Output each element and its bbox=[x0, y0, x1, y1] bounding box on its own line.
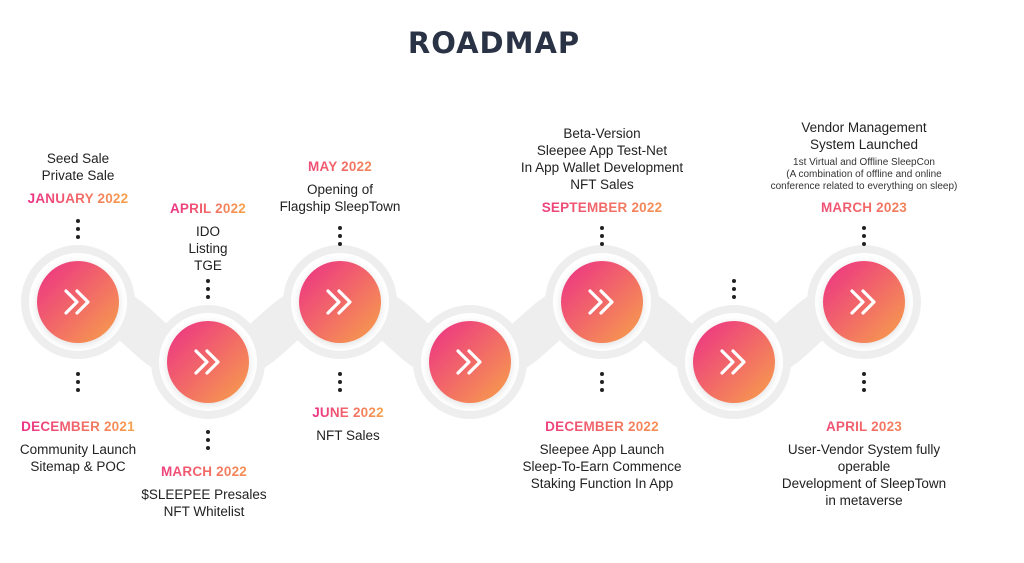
milestone-line: operable bbox=[837, 459, 891, 474]
timeline-node-may-2022 bbox=[299, 261, 381, 343]
milestone-may-2022: MAY 2022 Opening of Flagship SleepTown bbox=[280, 158, 401, 215]
double-chevron-right-icon bbox=[850, 289, 876, 315]
milestone-line: Opening of bbox=[306, 182, 374, 197]
milestone-date: MARCH 2022 bbox=[141, 463, 266, 480]
milestone-line: in metaverse bbox=[825, 493, 903, 508]
milestone-line: Staking Function In App bbox=[530, 476, 674, 491]
milestone-note: (A combination of offline and online bbox=[786, 169, 942, 180]
milestone-dec-2021: DECEMBER 2021 Community Launch Sitemap &… bbox=[20, 418, 136, 475]
milestone-line: Seed Sale bbox=[46, 151, 110, 166]
connector-dots bbox=[731, 279, 737, 303]
milestone-jan-2022: Seed Sale Private Sale JANUARY 2022 bbox=[28, 150, 129, 207]
connector-dots bbox=[337, 226, 343, 250]
milestone-line: Vendor Management bbox=[801, 120, 927, 135]
timeline-node-jan-2022 bbox=[37, 261, 119, 343]
milestone-line: Private Sale bbox=[41, 168, 115, 183]
connector-dots bbox=[337, 372, 343, 396]
milestone-date: APRIL 2022 bbox=[169, 201, 247, 216]
timeline-node-mar-2023 bbox=[823, 261, 905, 343]
connector-dots bbox=[599, 372, 605, 396]
timeline-node-jun-2022 bbox=[429, 321, 511, 403]
connector-dots bbox=[861, 226, 867, 250]
milestone-line: IDO bbox=[195, 224, 221, 239]
timeline-node-dec-2022 bbox=[693, 321, 775, 403]
double-chevron-right-icon bbox=[64, 289, 90, 315]
milestone-line: Community Launch bbox=[19, 442, 137, 457]
double-chevron-right-icon bbox=[456, 349, 482, 375]
milestone-line: TGE bbox=[194, 258, 222, 273]
milestone-line: Listing bbox=[188, 241, 228, 256]
milestone-line: Sleepee App Launch bbox=[539, 442, 665, 457]
milestone-date: JUNE 2022 bbox=[312, 405, 384, 420]
timeline-node-sep-2022 bbox=[561, 261, 643, 343]
connector-dots bbox=[205, 430, 211, 454]
milestone-note: conference related to everything on slee… bbox=[770, 181, 958, 192]
milestone-line: Beta-Version bbox=[563, 126, 641, 141]
milestone-line: Sitemap & POC bbox=[30, 459, 126, 474]
double-chevron-right-icon bbox=[720, 349, 746, 375]
milestone-date: SEPTEMBER 2022 bbox=[521, 199, 683, 216]
milestone-line: NFT Whitelist bbox=[163, 504, 245, 519]
milestone-jun-2022: JUNE 2022 NFT Sales bbox=[312, 404, 384, 444]
milestone-date: MAY 2022 bbox=[280, 158, 401, 175]
milestone-line: NFT Sales bbox=[316, 428, 380, 443]
double-chevron-right-icon bbox=[194, 349, 220, 375]
connector-dots bbox=[75, 219, 81, 243]
milestone-date: JANUARY 2022 bbox=[27, 191, 129, 206]
milestone-mar-2022: MARCH 2022 $SLEEPEE Presales NFT Whiteli… bbox=[141, 463, 266, 520]
milestone-line: Flagship SleepTown bbox=[279, 199, 401, 214]
milestone-line: System Launched bbox=[809, 137, 919, 152]
milestone-date: DECEMBER 2022 bbox=[522, 418, 681, 435]
milestone-date: DECEMBER 2021 bbox=[21, 419, 135, 434]
milestone-apr-2023: APRIL 2023 User-Vendor System fully oper… bbox=[782, 418, 946, 509]
milestone-dec-2022: DECEMBER 2022 Sleepee App Launch Sleep-T… bbox=[522, 418, 681, 492]
page-title: ROADMAP bbox=[407, 26, 581, 60]
milestone-line: User-Vendor System fully bbox=[787, 442, 941, 457]
double-chevron-right-icon bbox=[588, 289, 614, 315]
milestone-mar-2023: Vendor Management System Launched 1st Vi… bbox=[771, 119, 958, 216]
milestone-date: APRIL 2023 bbox=[782, 418, 946, 435]
connector-dots bbox=[75, 372, 81, 396]
milestone-line: Sleep-To-Earn Commence bbox=[522, 459, 682, 474]
connector-dots bbox=[599, 226, 605, 250]
connector-dots bbox=[205, 279, 211, 303]
double-chevron-right-icon bbox=[326, 289, 352, 315]
track-nodes bbox=[37, 261, 905, 403]
milestone-line: In App Wallet Development bbox=[520, 160, 684, 175]
timeline-node-mar-2022 bbox=[167, 321, 249, 403]
milestone-date: MARCH 2023 bbox=[771, 199, 958, 216]
milestone-sep-2022: Beta-Version Sleepee App Test-Net In App… bbox=[521, 125, 683, 216]
milestone-line: Development of SleepTown bbox=[781, 476, 947, 491]
connector-dots bbox=[861, 372, 867, 396]
milestone-line: Sleepee App Test-Net bbox=[536, 143, 668, 158]
milestone-apr-2022: APRIL 2022 IDO Listing TGE bbox=[170, 200, 246, 274]
milestone-line: NFT Sales bbox=[570, 177, 634, 192]
milestone-line: $SLEEPEE Presales bbox=[141, 487, 267, 502]
milestone-note: 1st Virtual and Offline SleepCon bbox=[793, 157, 935, 168]
